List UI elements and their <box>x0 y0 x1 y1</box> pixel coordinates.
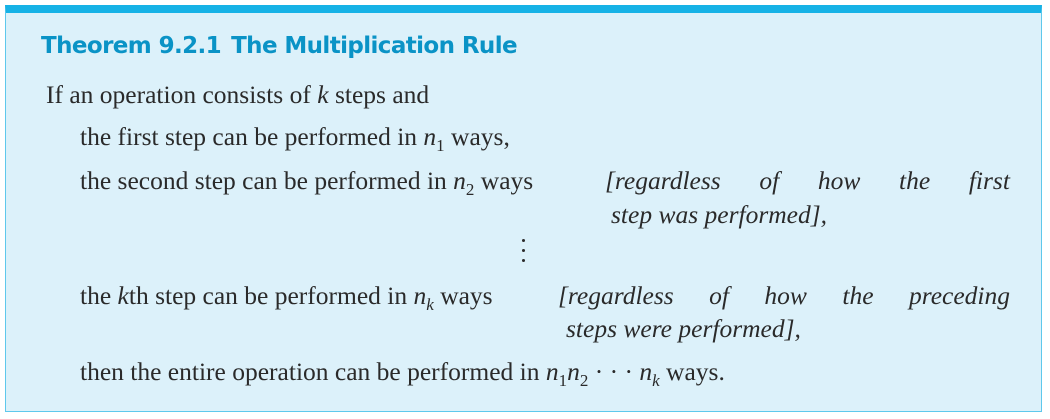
var-nk: n <box>639 357 653 386</box>
var-n2: n <box>567 357 580 386</box>
subscript-k: k <box>652 371 660 390</box>
theorem-label: Theorem 9.2.1 <box>41 33 222 59</box>
var-k: k <box>317 80 329 109</box>
kth-step-text-mid: th step can be performed in <box>128 281 414 310</box>
first-step-text-end: ways, <box>444 122 510 151</box>
bracket-word: [regardless <box>558 281 674 310</box>
bracket-word: how <box>764 281 807 310</box>
second-step-text-mid: ways <box>474 166 534 195</box>
bracket-word: the <box>899 166 931 195</box>
second-step-text: the second step can be performed in <box>80 166 454 195</box>
second-step-bracket-cont: step was performed], <box>611 200 828 229</box>
bracket-word: of <box>709 281 729 310</box>
intro-text-end: steps and <box>328 80 430 109</box>
second-step-line: the second step can be performed in n2 w… <box>80 166 534 199</box>
theorem-box <box>5 5 1042 412</box>
subscript-2: 2 <box>579 371 589 390</box>
subscript-1: 1 <box>436 136 445 155</box>
bracket-word: how <box>817 166 861 195</box>
second-step-bracket: [regardless of how the first <box>605 166 1010 196</box>
kth-step-line: the kth step can be performed in nk ways <box>80 281 493 314</box>
vertical-ellipsis <box>521 237 527 267</box>
subscript-k: k <box>426 295 434 314</box>
subscript-2: 2 <box>465 180 475 199</box>
first-step-text: the first step can be performed in <box>80 122 424 151</box>
theorem-title: Theorem 9.2.1 The Multiplication Rule <box>41 33 518 59</box>
kth-step-bracket: [regardless of how the preceding <box>558 281 1010 311</box>
bracket-word: preceding <box>908 281 1010 310</box>
bracket-word: the <box>842 281 874 310</box>
kth-step-text: the <box>80 281 118 310</box>
kth-step-bracket-cont: steps were performed], <box>566 314 801 343</box>
bracket-word: [regardless <box>605 166 721 195</box>
var-nk: n <box>413 281 427 310</box>
bracket-word: of <box>759 166 780 195</box>
first-step-line: the first step can be performed in n1 wa… <box>80 122 510 155</box>
bracket-word: first <box>968 166 1010 195</box>
cdots: · · · <box>588 357 640 386</box>
var-n2: n <box>453 166 466 195</box>
subscript-1: 1 <box>558 371 568 390</box>
theorem-name: The Multiplication Rule <box>231 33 518 59</box>
conclusion-text-end: ways. <box>659 357 725 386</box>
var-k: k <box>117 281 129 310</box>
var-n1: n <box>423 122 437 151</box>
kth-step-text-end: ways <box>433 281 493 310</box>
intro-text: If an operation consists of <box>46 80 318 109</box>
conclusion-text: then the entire operation can be perform… <box>80 357 546 386</box>
conclusion-line: then the entire operation can be perform… <box>80 357 725 390</box>
var-n1: n <box>545 357 559 386</box>
intro-line: If an operation consists of k steps and <box>46 80 429 110</box>
